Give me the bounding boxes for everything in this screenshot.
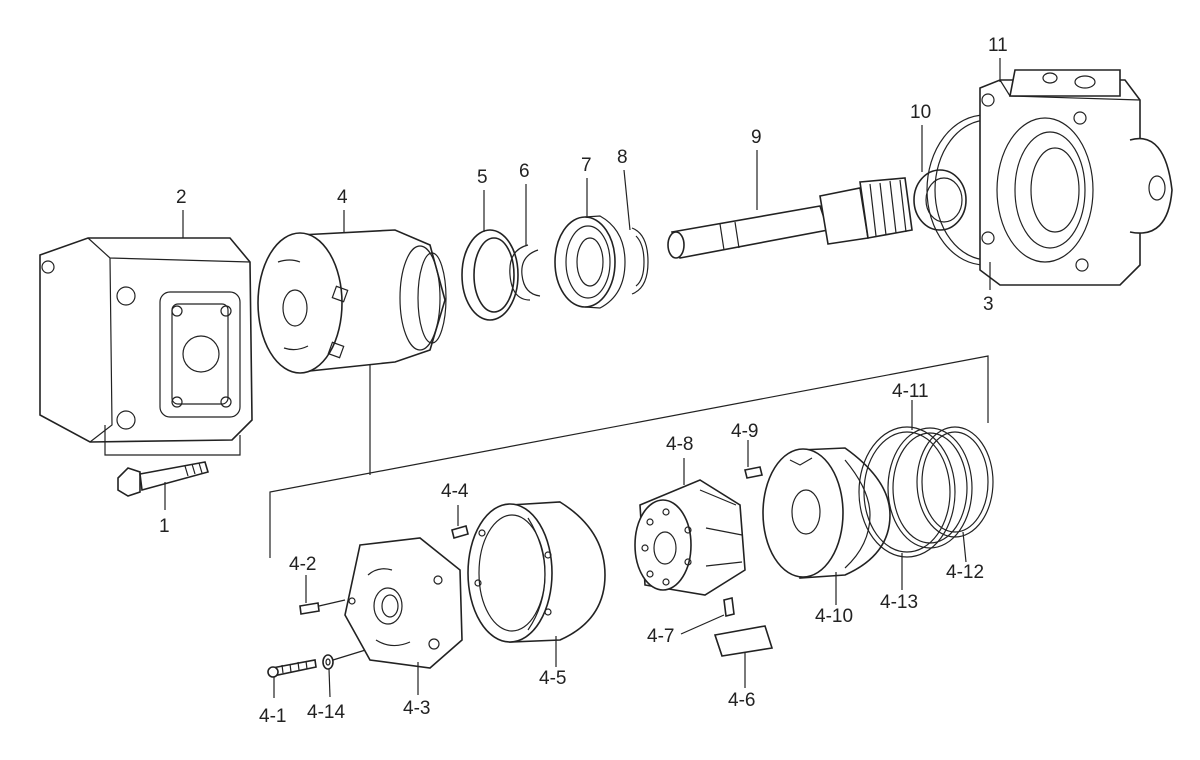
label-4-2: 4-2 xyxy=(289,554,316,575)
part-1-bolt xyxy=(117,461,210,497)
part-4-12-backup-ring xyxy=(916,426,994,538)
label-4: 4 xyxy=(337,187,348,208)
leader-lines xyxy=(164,58,1001,698)
part-5-retaining-ring xyxy=(461,229,519,321)
label-3: 3 xyxy=(983,294,994,315)
label-4-5: 4-5 xyxy=(539,668,566,689)
part-labels: 1 2 3 4 5 6 7 8 9 10 11 4-1 4-2 4-3 4-4 … xyxy=(159,35,1008,727)
part-9-shaft xyxy=(667,177,913,259)
part-2-end-cover xyxy=(39,237,253,456)
label-4-14: 4-14 xyxy=(307,702,345,723)
label-4-8: 4-8 xyxy=(666,434,693,455)
assembly-bracket xyxy=(269,355,989,558)
part-4-3-side-plate xyxy=(344,537,463,669)
part-4-4-pin xyxy=(451,525,469,539)
part-4-1-screw xyxy=(267,659,317,678)
part-8-ring xyxy=(631,227,649,295)
label-4-4: 4-4 xyxy=(441,481,469,502)
part-4-2-pin xyxy=(299,599,346,615)
label-11: 11 xyxy=(988,35,1008,56)
label-4-7: 4-7 xyxy=(647,626,674,647)
label-7: 7 xyxy=(581,155,592,176)
part-11-housing xyxy=(979,69,1173,286)
part-4-7-pin xyxy=(723,597,735,617)
label-5: 5 xyxy=(477,167,488,188)
part-4-10-pressure-plate xyxy=(762,447,891,579)
part-4-9-pin xyxy=(744,466,763,479)
label-4-11: 4-11 xyxy=(892,381,929,402)
label-4-1: 4-1 xyxy=(259,706,286,727)
label-2: 2 xyxy=(176,187,187,208)
label-8: 8 xyxy=(617,147,628,168)
part-4-8-rotor xyxy=(634,479,746,596)
part-6-snap-ring xyxy=(509,244,541,301)
label-6: 6 xyxy=(519,161,530,182)
label-4-3: 4-3 xyxy=(403,698,430,719)
part-4-13-o-ring xyxy=(858,426,956,558)
part-4-11-o-ring xyxy=(887,427,973,549)
part-4-cartridge-assembly xyxy=(257,229,447,374)
label-4-10: 4-10 xyxy=(815,606,853,627)
label-4-12: 4-12 xyxy=(946,562,984,583)
label-4-6: 4-6 xyxy=(728,690,755,711)
label-4-9: 4-9 xyxy=(731,421,758,442)
part-7-bearing xyxy=(554,215,626,309)
label-1: 1 xyxy=(159,516,170,537)
part-4-5-cam-ring xyxy=(467,501,606,643)
part-4-6-vane xyxy=(713,625,774,657)
label-4-13: 4-13 xyxy=(880,592,918,613)
label-10: 10 xyxy=(910,102,931,123)
label-9: 9 xyxy=(751,127,762,148)
